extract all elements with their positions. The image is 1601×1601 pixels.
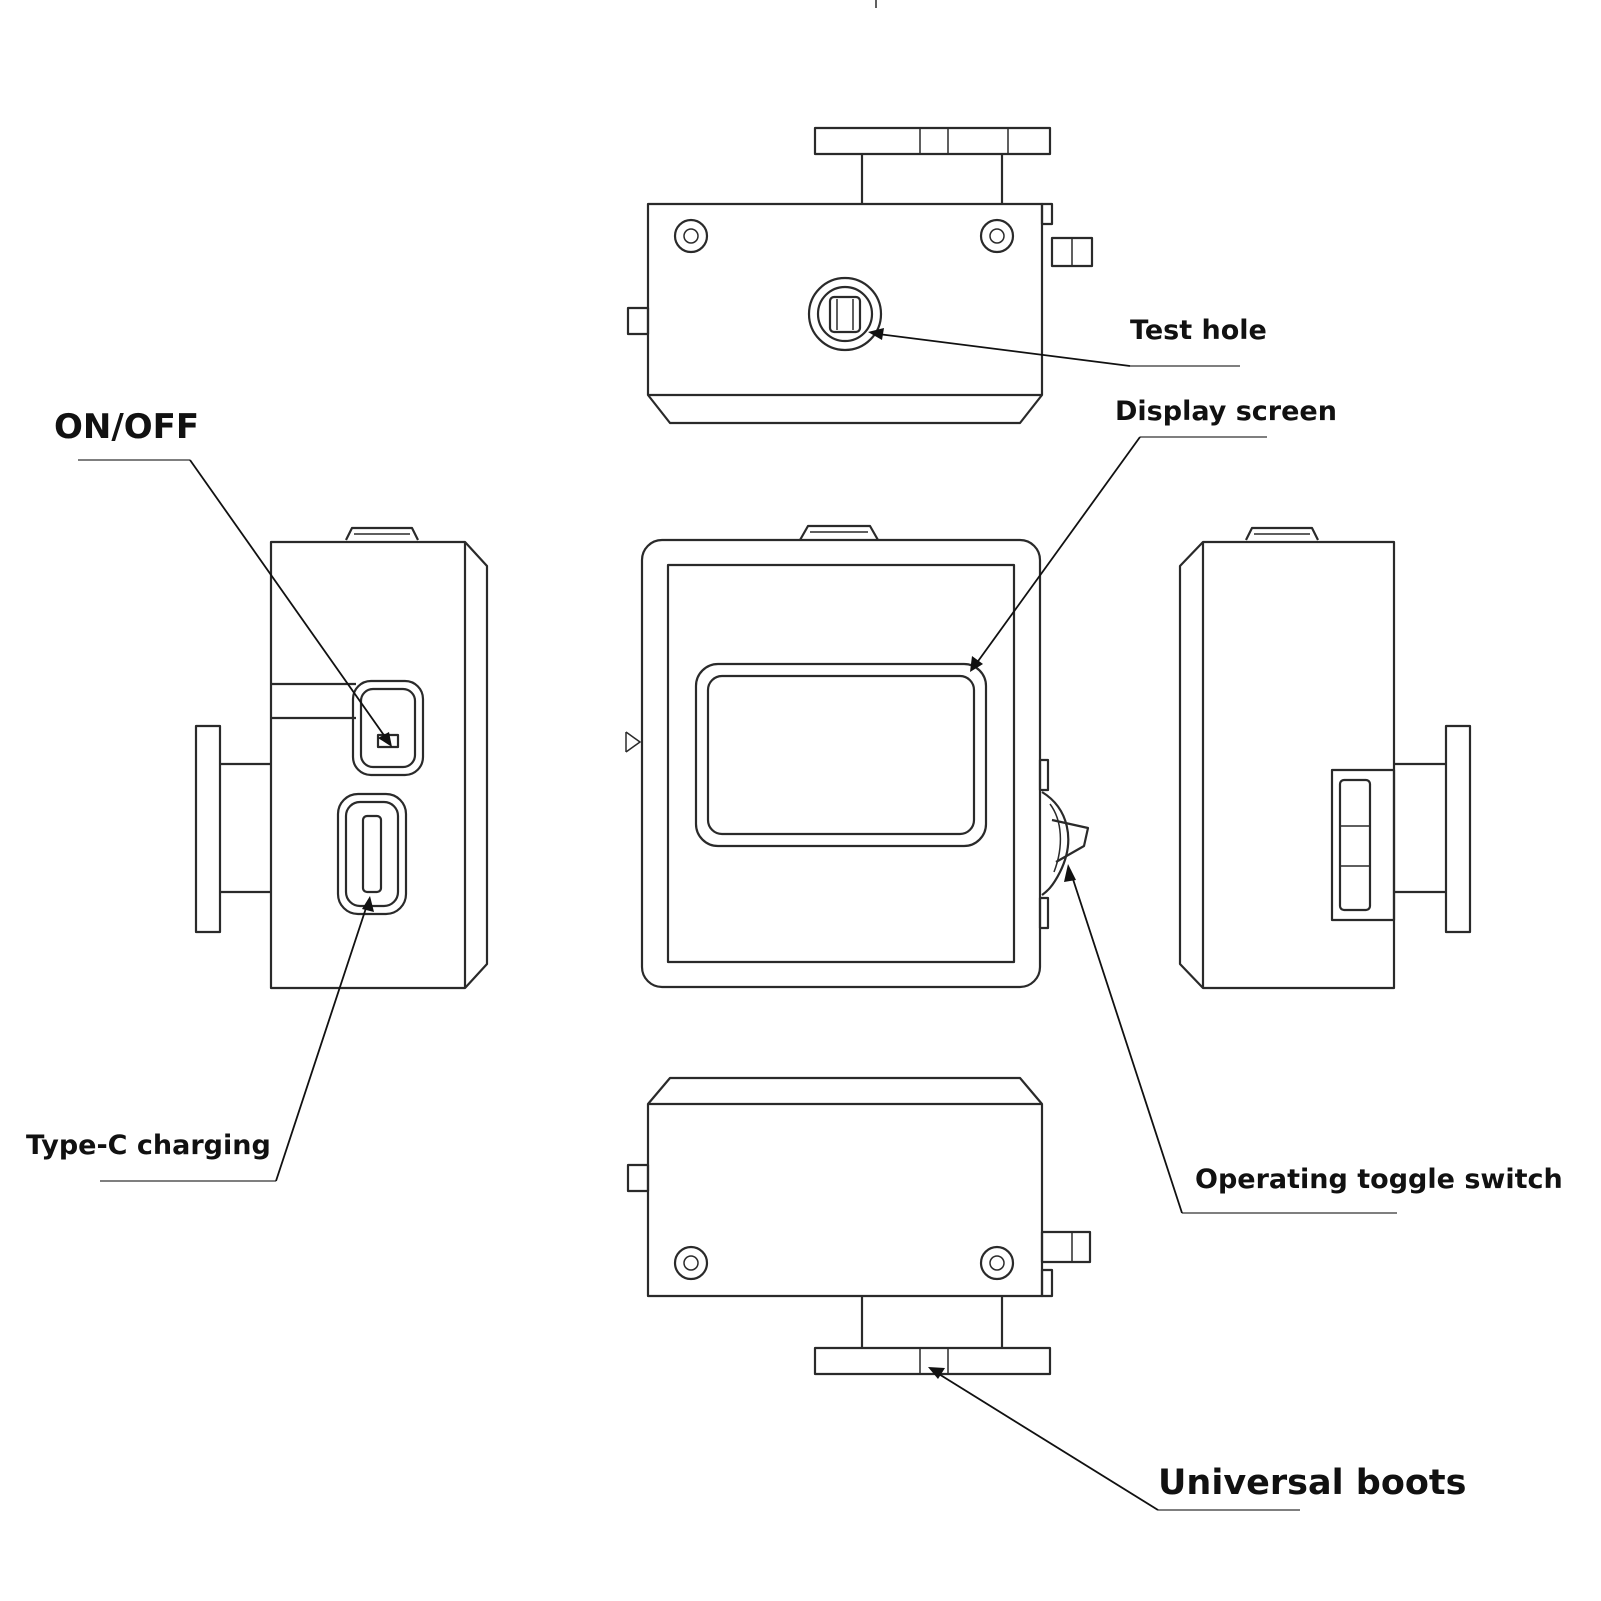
universal-boot — [813, 1346, 1052, 1376]
display-screen — [694, 662, 988, 848]
front-view — [625, 524, 1090, 989]
toggle-switch — [1041, 791, 1070, 896]
top-view — [626, 126, 1094, 425]
test-hole-port — [807, 276, 883, 352]
bottom-view — [626, 1076, 1092, 1376]
on-off-button — [351, 679, 425, 777]
left-view — [194, 526, 489, 990]
leader-lines — [78, 328, 1397, 1511]
right-view — [1178, 526, 1472, 990]
universal-boots-label: Universal boots — [1158, 1463, 1467, 1503]
on-off-label: ON/OFF — [54, 407, 200, 447]
type-c-port — [336, 792, 408, 916]
test-hole-label: Test hole — [1130, 315, 1267, 346]
display-screen-label: Display screen — [1115, 396, 1337, 427]
operating-toggle-switch-label: Operating toggle switch — [1195, 1164, 1563, 1195]
type-c-charging-label: Type-C charging — [26, 1130, 271, 1161]
